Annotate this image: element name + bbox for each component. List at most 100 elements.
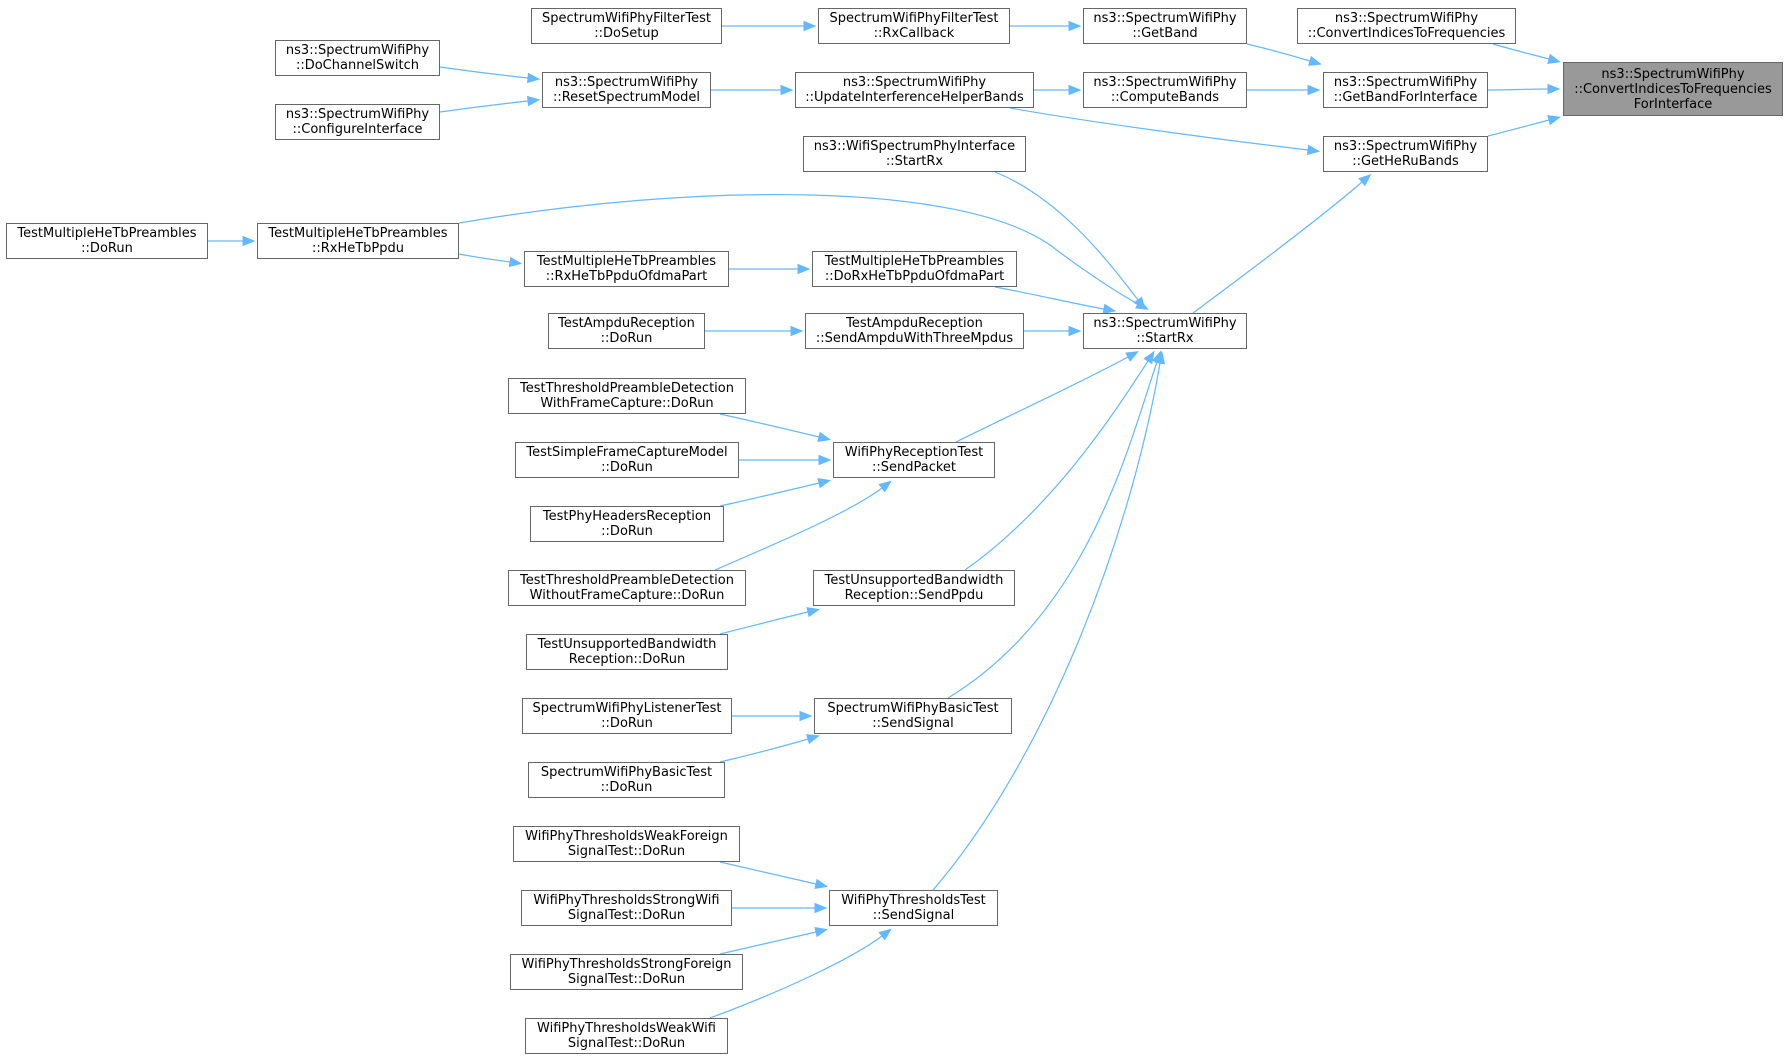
node-label-line: ns3::SpectrumWifiPhy (1334, 11, 1479, 26)
node-label-line: ns3::SpectrumWifiPhy (1333, 139, 1478, 154)
graph-node-convert-iface: ns3::SpectrumWifiPhy::ConvertIndicesToFr… (1563, 62, 1783, 116)
edge-line (964, 360, 1149, 571)
node-label-line: WifiPhyThresholdsTest (841, 893, 986, 908)
edge-arrowhead (806, 734, 820, 745)
call-edge-unsup-sendppdu-to-startrx (964, 350, 1155, 571)
node-label-line: TestAmpduReception (846, 316, 983, 331)
call-edge-rxhetbofdma-to-dorxhetbofdma (729, 263, 811, 275)
graph-node-basic-sendsignal[interactable]: SpectrumWifiPhyBasicTest::SendSignal (814, 698, 1012, 734)
graph-node-convert[interactable]: ns3::SpectrumWifiPhy::ConvertIndicesToFr… (1297, 8, 1516, 44)
node-label-line: ::StartRx (1136, 331, 1194, 346)
node-label-line: ::SendPacket (871, 460, 957, 475)
graph-node-listener-dorun[interactable]: SpectrumWifiPhyListenerTest::DoRun (522, 698, 732, 734)
graph-node-startrx[interactable]: ns3::SpectrumWifiPhy::StartRx (1083, 313, 1247, 349)
graph-node-getheru[interactable]: ns3::SpectrumWifiPhy::GetHeRuBands (1323, 136, 1488, 172)
node-label-line: ::SendSignal (872, 716, 954, 731)
call-edge-dochannelswitch-to-resetspectrum (439, 66, 541, 84)
call-edge-thr-withoutcap-to-rxtest-sendpacket (714, 480, 892, 571)
edge-line (719, 611, 809, 635)
edge-arrowhead (878, 480, 892, 493)
graph-node-ampdu-dorun[interactable]: TestAmpduReception::DoRun (548, 313, 705, 349)
call-edge-rxtest-sendpacket-to-startrx (955, 351, 1139, 443)
node-label-line: ns3::SpectrumWifiPhy (1093, 11, 1237, 26)
node-label-line: ::DoRun (601, 716, 653, 731)
edge-line (955, 356, 1129, 443)
graph-node-configureiface[interactable]: ns3::SpectrumWifiPhy::ConfigureInterface (275, 104, 440, 140)
edge-arrowhead (1547, 53, 1561, 64)
graph-node-thresh-sendsignal[interactable]: WifiPhyThresholdsTest::SendSignal (829, 890, 998, 926)
node-label-line: TestMultipleHeTbPreambles (536, 254, 717, 269)
graph-node-phyheaders[interactable]: TestPhyHeadersReception::DoRun (530, 506, 724, 542)
edge-arrowhead (780, 84, 794, 96)
node-label-line: SpectrumWifiPhyFilterTest (542, 11, 711, 26)
edge-arrowhead (1068, 20, 1082, 32)
node-label-line: SpectrumWifiPhyListenerTest (532, 701, 722, 716)
node-label-line: ::DoRun (601, 460, 653, 475)
call-edge-wifispec-startrx-to-startrx (994, 171, 1146, 310)
node-label-line: SignalTest::DoRun (567, 908, 686, 923)
node-label-line: ::DoRun (600, 331, 653, 346)
graph-node-wifispec-startrx[interactable]: ns3::WifiSpectrumPhyInterface::StartRx (803, 136, 1026, 172)
graph-node-updateinterf[interactable]: ns3::SpectrumWifiPhy::UpdateInterference… (795, 72, 1034, 108)
edge-arrowhead (1547, 115, 1561, 126)
edge-arrowhead (818, 454, 832, 466)
edge-line (719, 738, 809, 763)
graph-node-getband[interactable]: ns3::SpectrumWifiPhy::GetBand (1083, 8, 1247, 44)
call-edge-phyheaders-to-rxtest-sendpacket (719, 478, 831, 507)
node-label-line: ::RxHeTbPpduOfdmaPart (545, 269, 708, 284)
graph-node-mhtb-dorun[interactable]: TestMultipleHeTbPreambles::DoRun (6, 223, 208, 259)
node-label-line: ns3::SpectrumWifiPhy (1093, 75, 1237, 90)
edge-line (994, 171, 1139, 301)
node-label-line: ::ResetSpectrumModel (552, 90, 701, 105)
node-label-line: ::ConfigureInterface (292, 122, 423, 137)
graph-node-rxcallback[interactable]: SpectrumWifiPhyFilterTest::RxCallback (818, 8, 1010, 44)
edge-arrowhead (526, 72, 541, 84)
edge-arrowhead (1068, 325, 1082, 337)
edge-line (719, 413, 820, 438)
node-label-line: ns3::SpectrumWifiPhy (285, 107, 430, 122)
edge-line (458, 253, 511, 263)
graph-node-getband-iface[interactable]: ns3::SpectrumWifiPhy::GetBandForInterfac… (1323, 72, 1488, 108)
node-label-line: ns3::SpectrumWifiPhy (1093, 316, 1237, 331)
graph-node-dorxhetbofdma[interactable]: TestMultipleHeTbPreambles::DoRxHeTbPpduO… (812, 251, 1017, 287)
graph-node-rxtest-sendpacket[interactable]: WifiPhyReceptionTest::SendPacket (833, 442, 995, 478)
call-edge-strongwifi-to-thresh-sendsignal (731, 902, 828, 914)
graph-node-dochannelswitch[interactable]: ns3::SpectrumWifiPhy::DoChannelSwitch (275, 40, 440, 76)
node-label-line: SignalTest::DoRun (567, 1036, 686, 1051)
node-label-line: TestThresholdPreambleDetection (520, 381, 734, 396)
graph-node-resetspectrum[interactable]: ns3::SpectrumWifiPhy::ResetSpectrumModel (542, 72, 711, 108)
edge-arrowhead (797, 263, 811, 275)
graph-node-rxhetbofdma[interactable]: TestMultipleHeTbPreambles::RxHeTbPpduOfd… (524, 251, 729, 287)
graph-node-simplecap[interactable]: TestSimpleFrameCaptureModel::DoRun (515, 442, 739, 478)
node-label-line: ::DoRun (81, 241, 133, 256)
node-label-line: TestAmpduReception (558, 316, 695, 331)
node-label-line: ::DoSetup (594, 26, 659, 41)
graph-node-filter-dosetup[interactable]: SpectrumWifiPhyFilterTest::DoSetup (531, 8, 722, 44)
call-edge-configureiface-to-resetspectrum (439, 95, 541, 113)
node-label-line: TestMultipleHeTbPreambles (824, 254, 1005, 269)
edge-arrowhead (526, 95, 541, 107)
edge-arrowhead (1068, 84, 1082, 96)
call-edge-basic-sendsignal-to-startrx (947, 350, 1162, 699)
node-label-line: ::GetBand (1132, 26, 1198, 41)
node-label-line: WithFrameCapture::DoRun (540, 396, 714, 411)
node-label-line: ns3::SpectrumWifiPhy (554, 75, 699, 90)
edge-line (1009, 107, 1309, 151)
graph-node-computebands[interactable]: ns3::SpectrumWifiPhy::ComputeBands (1083, 72, 1247, 108)
call-edge-rxhetbppdu-to-startrx (458, 193, 1149, 310)
call-edge-unsup-dorun-to-unsup-sendppdu (719, 607, 821, 635)
graph-node-basic-dorun[interactable]: SpectrumWifiPhyBasicTest::DoRun (528, 762, 725, 798)
graph-node-sendampdu[interactable]: TestAmpduReception::SendAmpduWithThreeMp… (805, 313, 1024, 349)
graph-node-rxhetbppdu[interactable]: TestMultipleHeTbPreambles::RxHeTbPpdu (257, 223, 459, 259)
edge-line (932, 362, 1161, 891)
node-label-line: SpectrumWifiPhyBasicTest (540, 765, 713, 780)
